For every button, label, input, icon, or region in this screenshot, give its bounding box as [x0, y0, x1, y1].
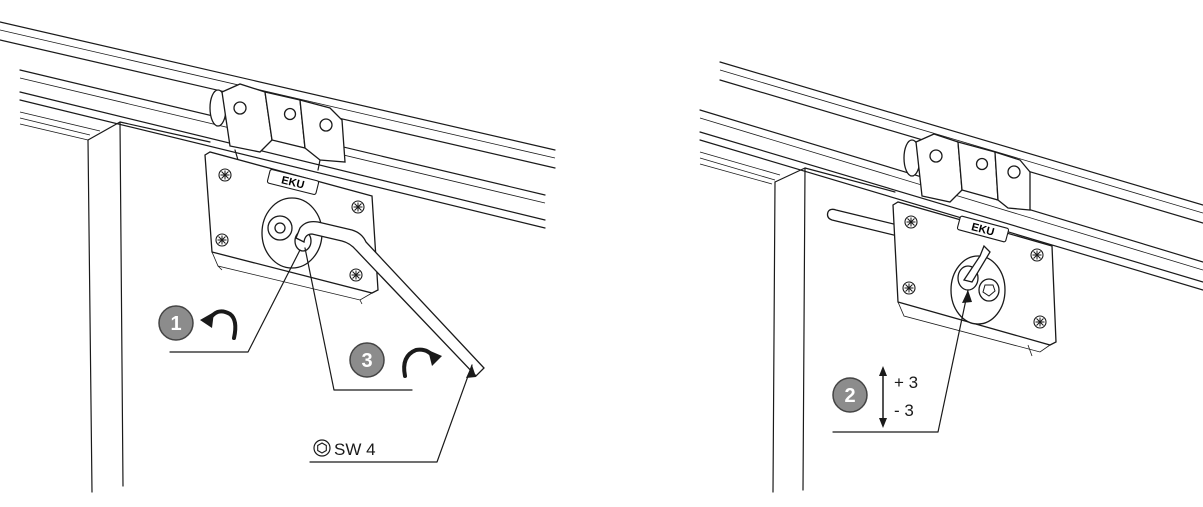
vertical-adjust-arrow-icon	[879, 366, 887, 428]
svg-text:2: 2	[844, 385, 855, 407]
svg-text:EKU: EKU	[280, 174, 305, 191]
brand-logo: EKU	[266, 169, 320, 195]
mounting-plate-left: EKU	[204, 151, 379, 305]
adjust-minus-label: - 3	[894, 401, 914, 420]
door-leaf-left	[87, 121, 211, 493]
leader-line-step-2	[832, 289, 969, 433]
tool-callout: SW 4	[309, 364, 476, 463]
roller-bracket-left	[209, 83, 346, 171]
leader-line-step-3	[304, 247, 413, 391]
step-2-badge	[832, 377, 868, 413]
svg-text:3: 3	[361, 350, 372, 372]
rotate-clockwise-icon	[402, 347, 442, 378]
hexagon-socket-icon	[313, 439, 331, 457]
step-1-badge	[158, 305, 194, 341]
brand-logo-right: EKU	[956, 215, 1010, 243]
mounting-plate-right: EKU	[892, 201, 1057, 357]
step-3-badge	[349, 342, 385, 378]
rotate-counterclockwise-icon	[200, 309, 238, 340]
step-3: 3	[304, 247, 442, 391]
adjust-plus-label: + 3	[894, 373, 918, 392]
step-1: 1	[158, 249, 301, 353]
step-2: 2 + 3 - 3	[832, 289, 972, 433]
left-panel: EKU 1 3	[0, 21, 556, 493]
tool-size-label: SW 4	[334, 440, 376, 459]
leader-line-step-1	[169, 249, 301, 353]
top-rail-right	[699, 61, 1203, 291]
door-leaf-right	[772, 167, 896, 493]
adjustment-eccentric-left	[261, 197, 323, 269]
hex-key-left	[295, 220, 485, 377]
right-panel: EKU 2 + 3 - 3	[699, 61, 1203, 493]
roller-bracket-right	[903, 133, 1031, 211]
svg-text:EKU: EKU	[970, 221, 996, 239]
svg-text:1: 1	[170, 313, 181, 335]
